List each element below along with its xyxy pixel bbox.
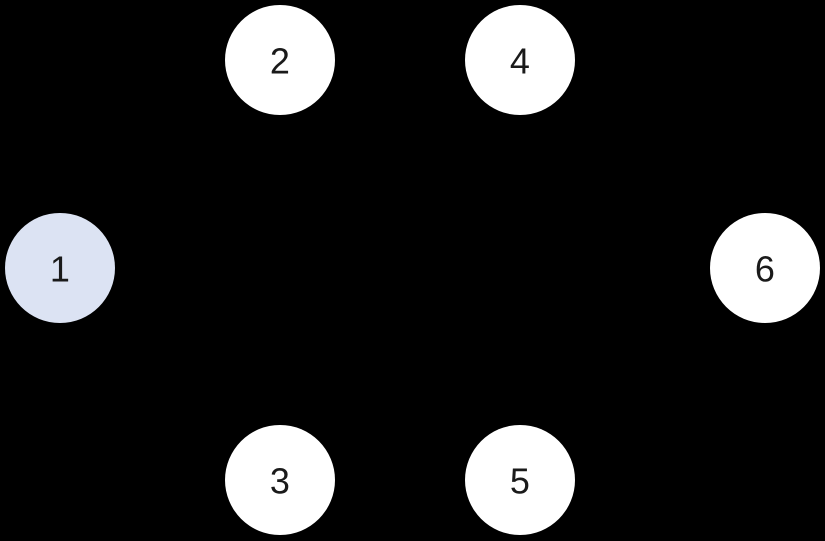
node-label-2: 2 [270, 41, 290, 82]
graph-node-4[interactable]: 4 [465, 5, 575, 115]
graph-node-1[interactable]: 1 [5, 213, 115, 323]
node-circle-1[interactable] [5, 213, 115, 323]
node-circle-2[interactable] [225, 5, 335, 115]
graph-node-5[interactable]: 5 [465, 425, 575, 535]
node-label-1: 1 [50, 249, 70, 290]
node-label-5: 5 [510, 461, 530, 502]
node-label-6: 6 [755, 249, 775, 290]
node-label-3: 3 [270, 461, 290, 502]
node-circle-5[interactable] [465, 425, 575, 535]
node-circle-6[interactable] [710, 213, 820, 323]
graph-node-6[interactable]: 6 [710, 213, 820, 323]
graph-node-2[interactable]: 2 [225, 5, 335, 115]
node-label-4: 4 [510, 41, 530, 82]
graph-node-3[interactable]: 3 [225, 425, 335, 535]
node-circle-3[interactable] [225, 425, 335, 535]
node-layer: 1 2 3 4 5 6 [5, 5, 820, 535]
node-circle-4[interactable] [465, 5, 575, 115]
